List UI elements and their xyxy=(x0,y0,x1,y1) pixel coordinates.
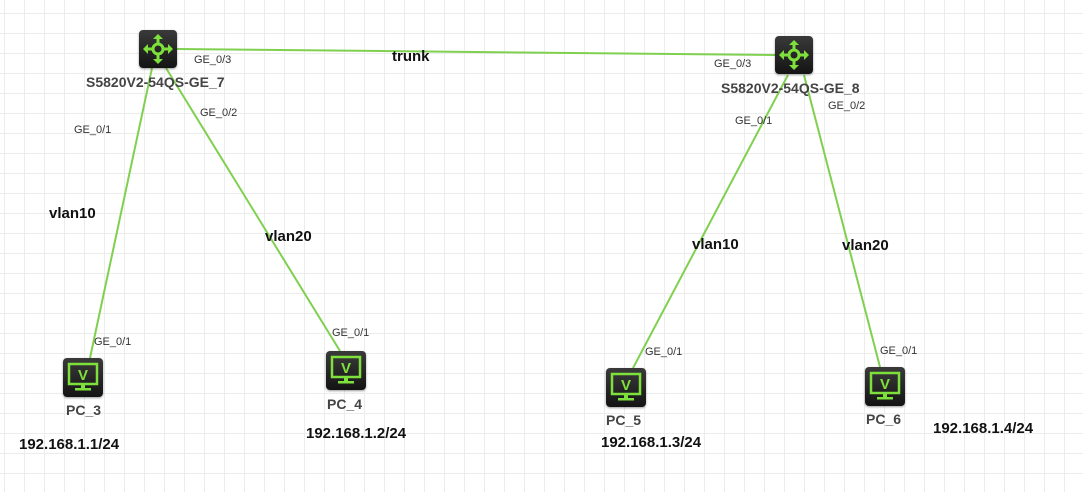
monitor-icon: V xyxy=(67,362,99,391)
link-trunk[interactable] xyxy=(176,48,776,56)
port-label: GE_0/1 xyxy=(94,336,132,348)
switch-ge8-label: S5820V2-54QS-GE_8 xyxy=(721,80,860,96)
port-label: GE_0/1 xyxy=(74,124,112,136)
link-sw8-pc5[interactable] xyxy=(632,74,789,369)
port-label: GE_0/2 xyxy=(200,107,238,119)
link-sw8-pc6-label: vlan20 xyxy=(842,237,889,254)
pc5-node[interactable]: V xyxy=(606,368,646,407)
link-sw8-pc5-label: vlan10 xyxy=(692,236,739,253)
pc-glyph: V xyxy=(880,376,890,393)
pc-glyph: V xyxy=(621,377,631,394)
switch-icon xyxy=(779,40,809,70)
monitor-icon: V xyxy=(330,355,362,384)
link-sw7-pc4[interactable] xyxy=(165,67,341,352)
switch-ge7-label: S5820V2-54QS-GE_7 xyxy=(86,74,225,90)
port-label: GE_0/2 xyxy=(828,100,866,112)
link-sw7-pc4-label: vlan20 xyxy=(265,228,312,245)
switch-ge7-node[interactable] xyxy=(139,30,177,68)
pc6-ip: 192.168.1.4/24 xyxy=(933,420,1034,437)
pc-glyph: V xyxy=(341,360,351,377)
port-label: GE_0/1 xyxy=(332,327,370,339)
pc4-ip: 192.168.1.2/24 xyxy=(306,425,407,442)
port-label: GE_0/1 xyxy=(645,346,683,358)
monitor-icon: V xyxy=(869,371,901,400)
port-label: GE_0/3 xyxy=(714,58,752,70)
link-sw7-pc3[interactable] xyxy=(89,67,153,359)
link-sw7-pc3-label: vlan10 xyxy=(49,205,96,222)
pc3-node[interactable]: V xyxy=(63,358,103,397)
port-label: GE_0/3 xyxy=(194,54,232,66)
link-trunk-label: trunk xyxy=(392,48,430,65)
monitor-icon: V xyxy=(610,372,642,401)
pc3-ip: 192.168.1.1/24 xyxy=(19,436,120,453)
link-sw8-pc6[interactable] xyxy=(803,74,881,368)
switch-icon xyxy=(143,34,173,64)
pc6-label: PC_6 xyxy=(866,411,902,427)
port-label: GE_0/1 xyxy=(735,115,773,127)
pc5-ip: 192.168.1.3/24 xyxy=(601,434,702,451)
pc6-node[interactable]: V xyxy=(865,367,905,406)
pc5-label: PC_5 xyxy=(606,412,642,428)
pc4-label: PC_4 xyxy=(327,396,363,412)
pc3-label: PC_3 xyxy=(66,402,102,418)
pc4-node[interactable]: V xyxy=(326,351,366,390)
pc-glyph: V xyxy=(78,367,88,384)
switch-ge8-node[interactable] xyxy=(775,36,813,74)
port-label: GE_0/1 xyxy=(880,345,918,357)
